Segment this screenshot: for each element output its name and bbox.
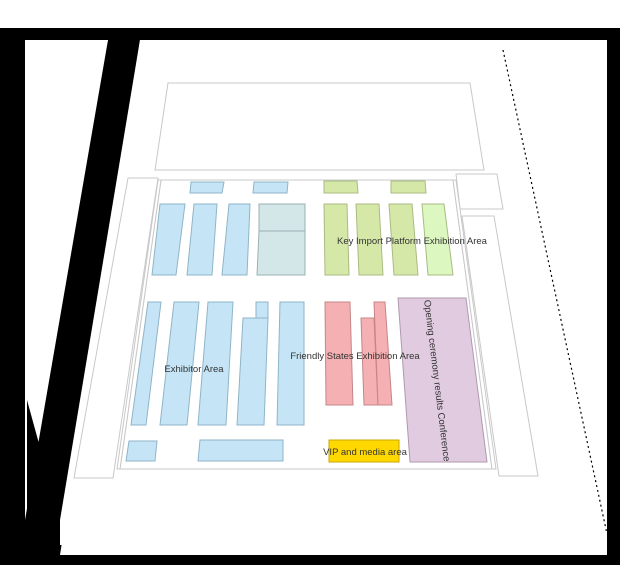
- friendly-states-area[interactable]: [324, 301, 393, 406]
- right-corridor-inner: [452, 179, 497, 470]
- friendly-states-booth[interactable]: [324, 301, 354, 406]
- exhibitor-booth[interactable]: [159, 301, 200, 426]
- exhibitor-booth[interactable]: [125, 440, 158, 462]
- grey-booth-bottom[interactable]: [256, 230, 306, 276]
- exhibitor-booth[interactable]: [221, 203, 251, 276]
- exhibitor-booth[interactable]: [276, 301, 305, 426]
- key-import-booth[interactable]: [421, 203, 454, 276]
- key-import-platform-area[interactable]: [323, 180, 454, 276]
- key-import-booth[interactable]: [390, 180, 427, 194]
- right-corridor-outline: [461, 215, 539, 477]
- right-small-box-outline: [455, 173, 504, 210]
- key-import-booth[interactable]: [388, 203, 419, 276]
- exhibitor-booth[interactable]: [186, 203, 218, 276]
- opening-ceremony-conference-area[interactable]: [397, 297, 488, 463]
- key-import-booth[interactable]: [323, 203, 350, 276]
- exhibitor-booth[interactable]: [236, 317, 269, 426]
- frame-black-region: [607, 40, 620, 555]
- exhibitor-booth[interactable]: [252, 181, 289, 194]
- exhibitor-booth[interactable]: [151, 203, 186, 276]
- key-import-booth[interactable]: [355, 203, 384, 276]
- key-import-platform-label: Key Import Platform Exhibition Area: [337, 236, 488, 247]
- paper-left-sliver: [27, 40, 108, 400]
- key-import-booth[interactable]: [323, 180, 359, 194]
- exhibitor-booth[interactable]: [189, 181, 225, 194]
- vip-media-area[interactable]: [328, 439, 400, 463]
- frame-black-region: [25, 40, 140, 555]
- exhibitor-booth[interactable]: [130, 301, 162, 426]
- grey-booth-top[interactable]: [258, 203, 306, 232]
- exhibitor-booth[interactable]: [197, 439, 284, 462]
- friendly-states-booth[interactable]: [373, 301, 393, 406]
- exhibitor-area[interactable]: [125, 181, 305, 462]
- left-corridor-inner: [116, 179, 162, 470]
- frame-black-region: [27, 400, 60, 545]
- grey-booth-block[interactable]: [256, 203, 306, 276]
- vip-media-label: VIP and media area: [323, 447, 408, 458]
- exhibitor-booth[interactable]: [255, 301, 269, 319]
- top-hall-outline: [154, 82, 485, 171]
- exhibitor-booth[interactable]: [197, 301, 234, 426]
- exhibitor-area-label: Exhibitor Area: [164, 364, 224, 375]
- friendly-states-label: Friendly States Exhibition Area: [290, 351, 420, 362]
- left-corridor-outline: [73, 177, 159, 479]
